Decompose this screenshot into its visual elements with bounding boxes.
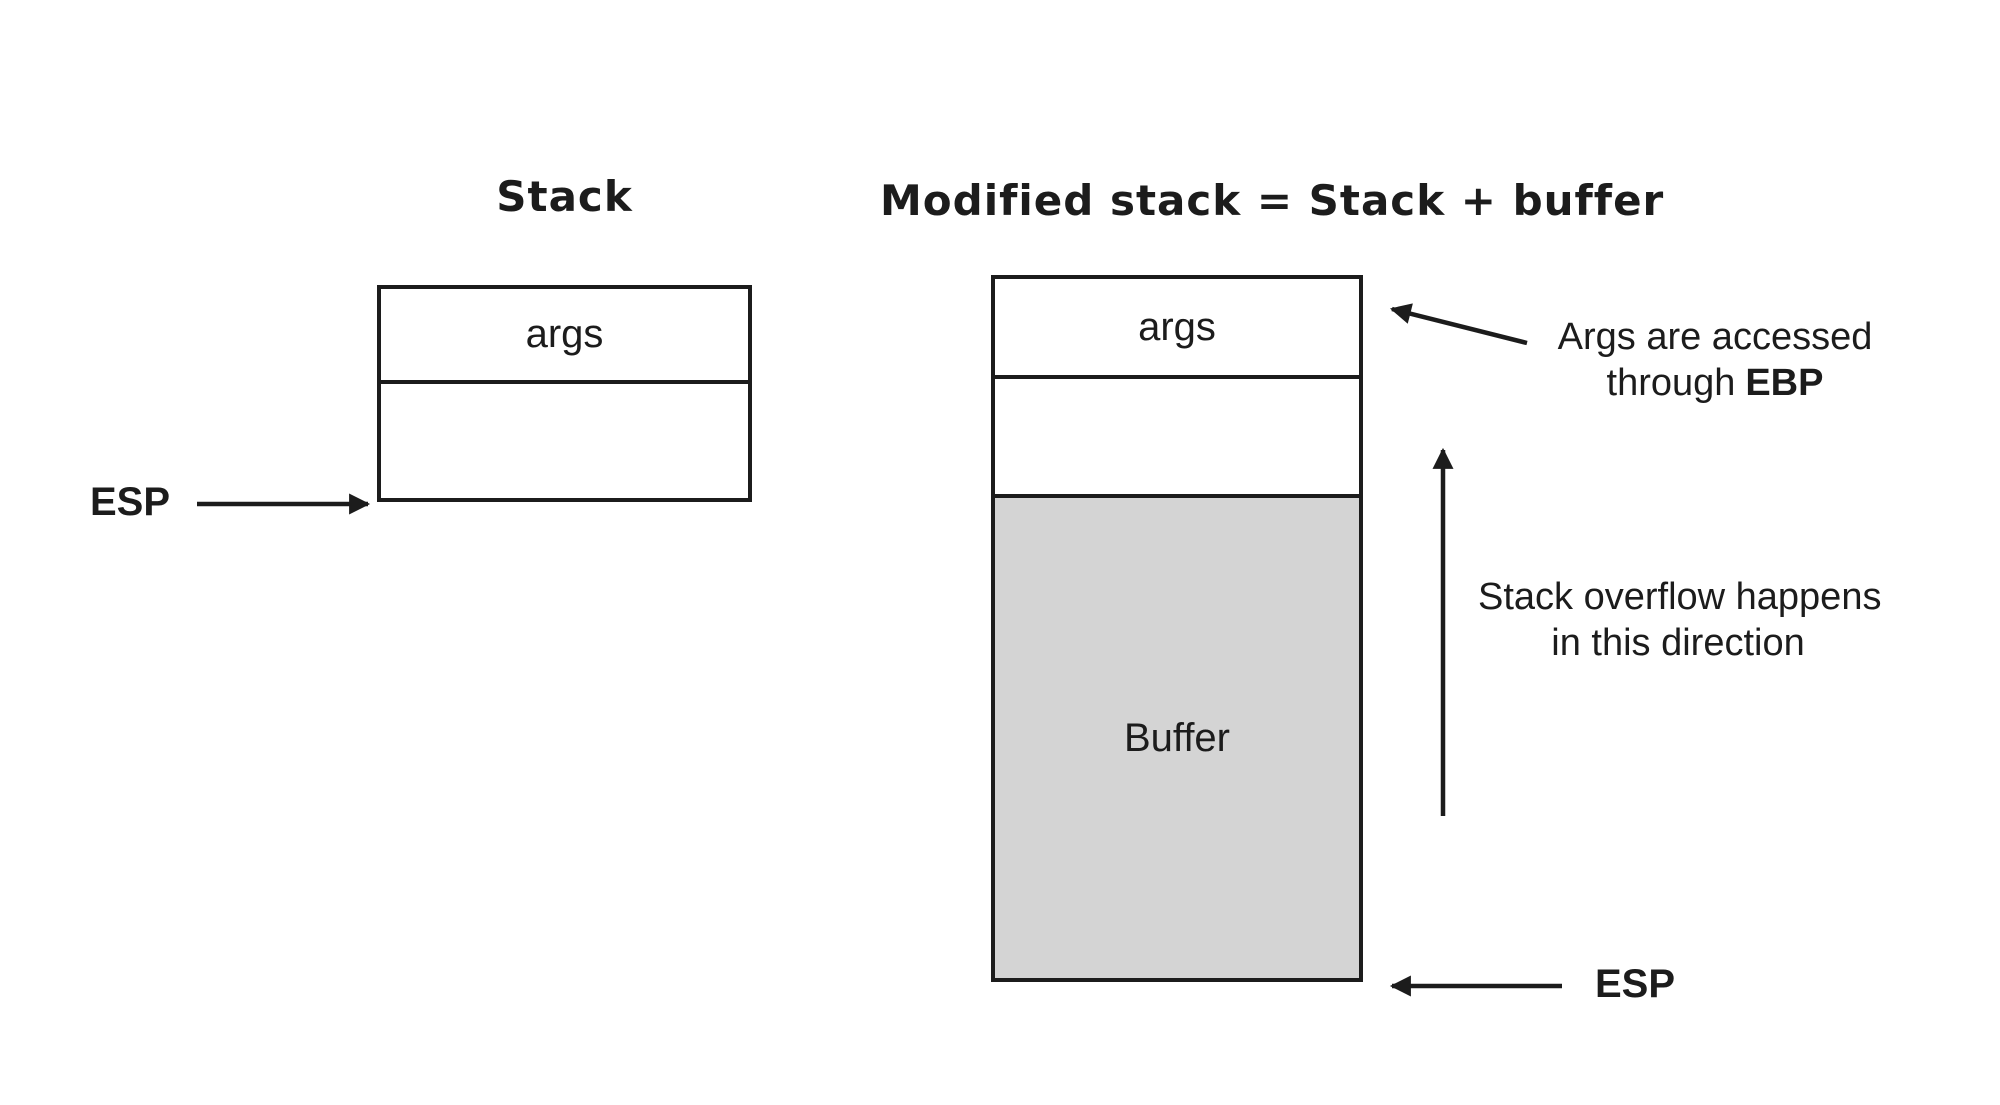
modified-stack-title: Modified stack = Stack + buffer bbox=[880, 176, 1665, 225]
modified-stack-args-cell: args bbox=[995, 279, 1359, 379]
buffer-label: Buffer bbox=[1124, 715, 1230, 760]
overflow-line1: Stack overflow happens bbox=[1478, 576, 1882, 618]
stack-empty-cell bbox=[381, 384, 748, 498]
modified-stack-args-label: args bbox=[1138, 304, 1216, 349]
left-stack-title: Stack bbox=[496, 172, 633, 221]
args-access-arrow bbox=[1389, 303, 1528, 346]
esp-label-left: ESP bbox=[89, 480, 171, 524]
overflow-direction-annotation: Stack overflow happens in this direction bbox=[1478, 574, 1882, 666]
stack-args-cell: args bbox=[381, 289, 748, 384]
stack-box: args bbox=[377, 285, 752, 502]
buffer-cell: Buffer bbox=[995, 498, 1359, 978]
overflow-line2: in this direction bbox=[1551, 622, 1805, 664]
modified-stack-empty-cell bbox=[995, 379, 1359, 498]
stack-args-label: args bbox=[525, 312, 604, 356]
modified-stack-box: args Buffer bbox=[991, 275, 1363, 982]
esp-label-right: ESP bbox=[1594, 962, 1676, 1006]
args-access-line2-regular: through bbox=[1606, 362, 1736, 404]
args-access-line1: Args are accessed bbox=[1557, 316, 1873, 358]
ebp-register-word: EBP bbox=[1745, 362, 1824, 404]
